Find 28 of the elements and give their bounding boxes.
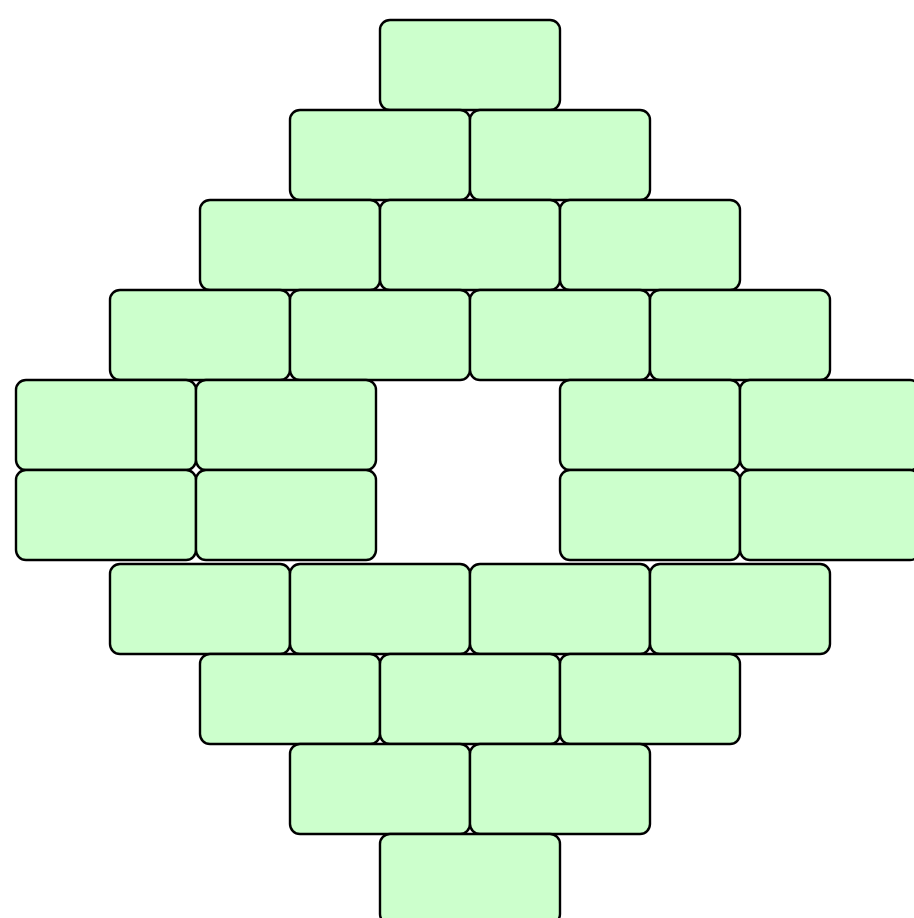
box [194, 468, 378, 562]
box [288, 562, 472, 656]
box [558, 198, 742, 292]
box [14, 468, 198, 562]
box [468, 108, 652, 202]
box [738, 468, 914, 562]
box [288, 108, 472, 202]
box [198, 198, 382, 292]
box [648, 288, 832, 382]
box [14, 378, 198, 472]
box [558, 468, 742, 562]
box [468, 742, 652, 836]
box [468, 562, 652, 656]
box [194, 378, 378, 472]
box [288, 288, 472, 382]
box [558, 378, 742, 472]
box [108, 288, 292, 382]
box [198, 652, 382, 746]
box [378, 198, 562, 292]
box [378, 832, 562, 918]
box [288, 742, 472, 836]
box [648, 562, 832, 656]
box [738, 378, 914, 472]
box [558, 652, 742, 746]
box [468, 288, 652, 382]
box [108, 562, 292, 656]
box [378, 18, 562, 112]
box [378, 652, 562, 746]
